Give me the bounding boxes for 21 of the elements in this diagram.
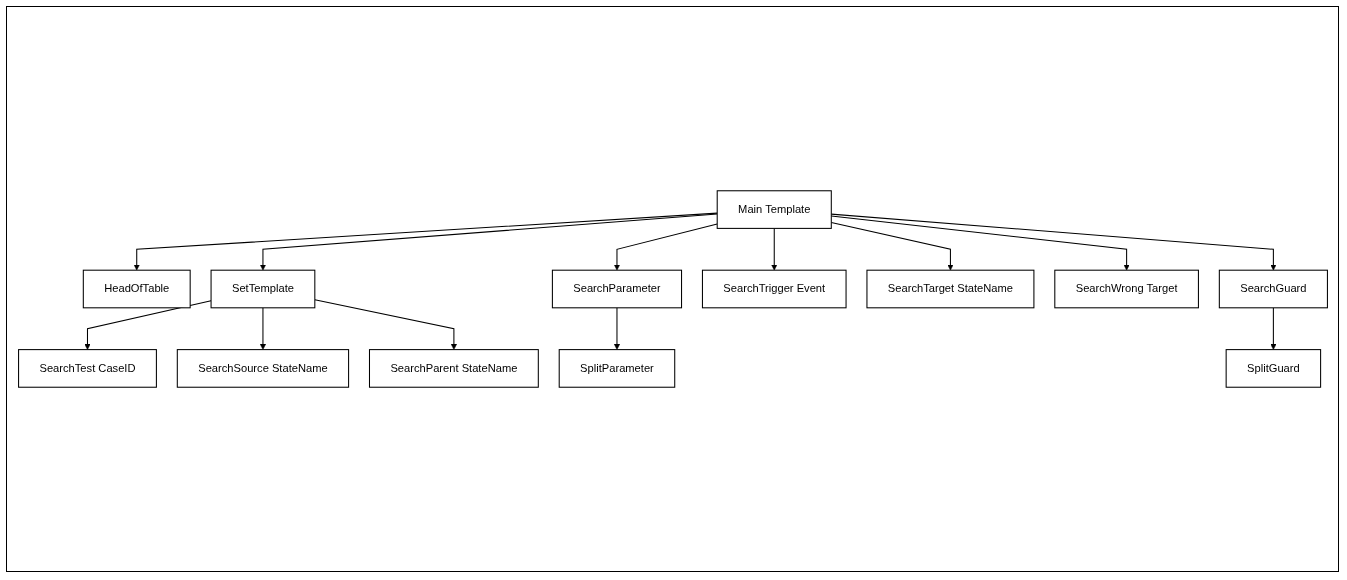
node-box [865,269,1034,309]
node-box [82,269,191,309]
diagram-frame: Main Template HeadOfTable SetTemplate SearchParameter SearchTrigger Event SearchTarget StateName SearchWrong Target SplitParameter SearchGuard SearchTest CaseID SearchSource StateName SearchParent StateName SplitGuard [6,6,1339,572]
node-box [558,349,675,388]
node-box [1225,349,1321,388]
node-box [176,349,349,388]
arrow [830,221,953,271]
node-box [368,349,539,388]
node-box [1053,269,1199,309]
node-box [701,269,847,309]
arrow [770,227,777,271]
arrow [830,215,1130,271]
node-box [551,269,682,309]
node-box [716,190,832,229]
node-box [1218,269,1328,309]
node-box [17,349,157,388]
arrow [1269,307,1276,350]
node-box [210,269,315,309]
arrow [259,307,266,350]
arrow [613,307,620,350]
arrow [830,213,1276,271]
